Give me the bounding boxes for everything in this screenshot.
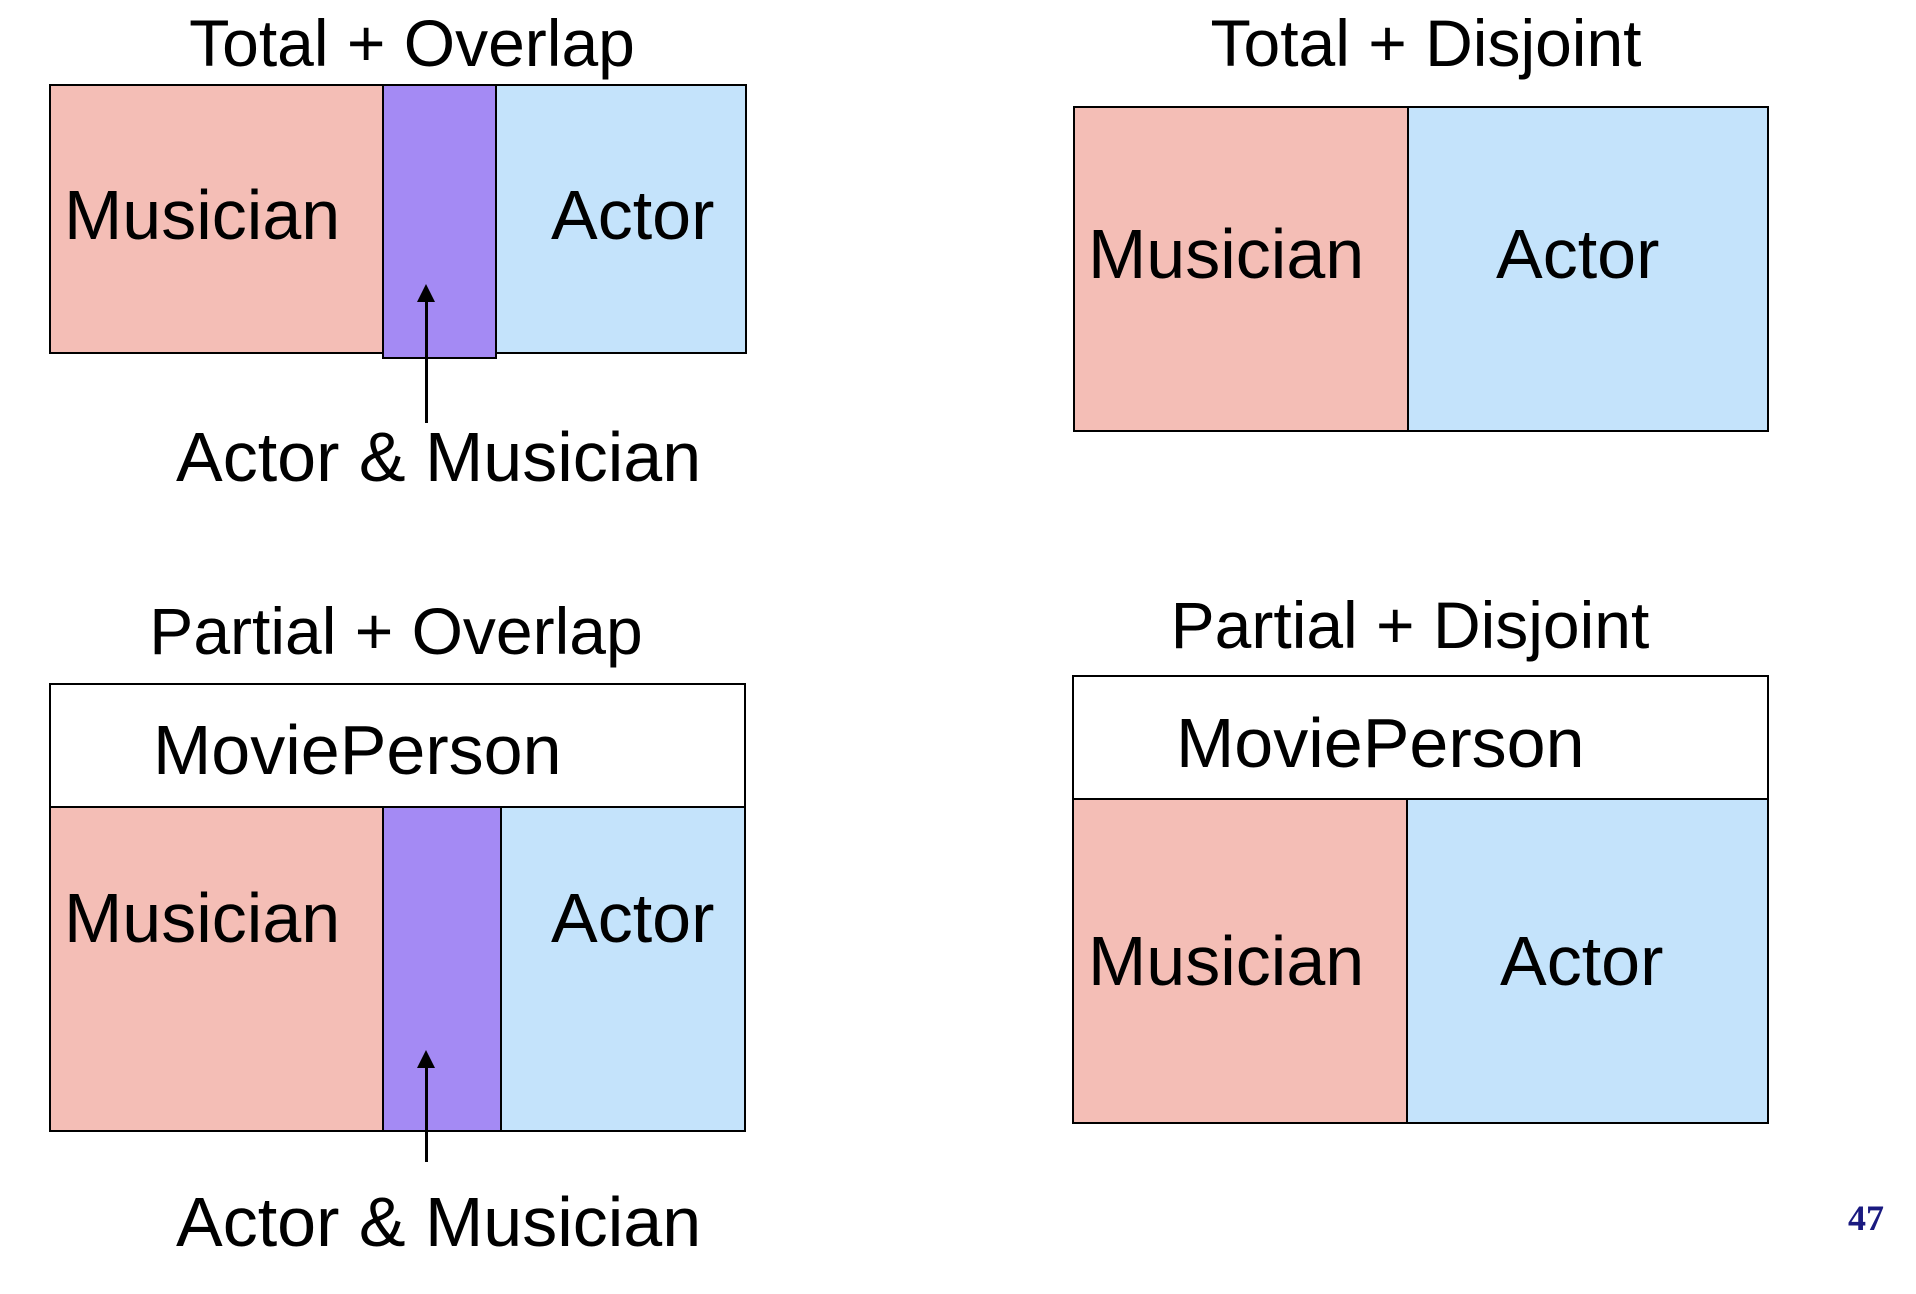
partial-overlap-arrow-line	[425, 1066, 428, 1162]
partial-overlap-parent-label: MoviePerson	[153, 711, 562, 789]
partial-disjoint-actor-label: Actor	[1500, 922, 1664, 1000]
total-overlap-musician-box	[49, 84, 384, 354]
total-overlap-arrow-line	[425, 300, 428, 423]
total-overlap-actor-label: Actor	[551, 176, 715, 254]
total-overlap-overlap-box	[382, 84, 497, 359]
total-overlap-title: Total + Overlap	[189, 6, 635, 80]
partial-disjoint-musician-label: Musician	[1088, 922, 1365, 1000]
total-overlap-actor-box	[494, 84, 747, 354]
partial-disjoint-musician-box	[1072, 798, 1408, 1124]
partial-overlap-arrow-head	[417, 1050, 435, 1068]
partial-overlap-overlap-label: Actor & Musician	[176, 1183, 702, 1261]
partial-disjoint-parent-label: MoviePerson	[1176, 704, 1585, 782]
partial-overlap-musician-label: Musician	[64, 879, 341, 957]
total-overlap-arrow-head	[417, 284, 435, 302]
partial-disjoint-title: Partial + Disjoint	[1170, 588, 1650, 662]
partial-overlap-actor-box	[499, 806, 746, 1132]
partial-overlap-musician-box	[49, 806, 384, 1132]
total-disjoint-musician-label: Musician	[1088, 215, 1365, 293]
partial-disjoint-actor-box	[1406, 798, 1769, 1124]
total-disjoint-actor-label: Actor	[1496, 215, 1660, 293]
page-number: 47	[1848, 1198, 1884, 1238]
total-disjoint-title: Total + Disjoint	[1210, 6, 1642, 80]
total-overlap-overlap-label: Actor & Musician	[176, 418, 702, 496]
partial-overlap-title: Partial + Overlap	[149, 594, 643, 668]
total-disjoint-actor-box	[1407, 106, 1769, 432]
total-overlap-musician-label: Musician	[64, 176, 341, 254]
partial-overlap-actor-label: Actor	[551, 879, 715, 957]
partial-overlap-overlap-box	[382, 806, 502, 1132]
